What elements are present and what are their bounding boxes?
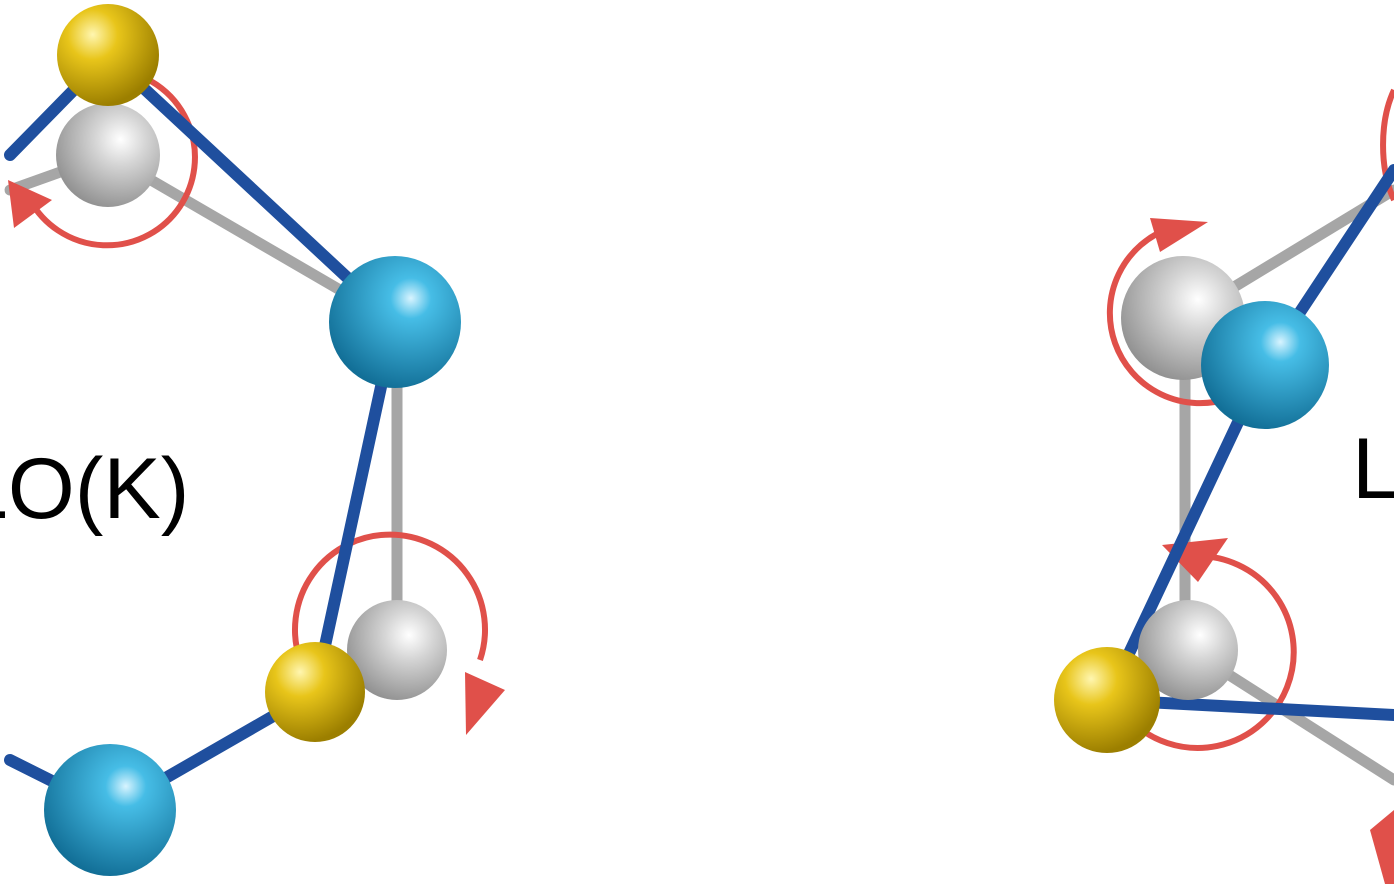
gray-atom bbox=[1138, 600, 1238, 700]
right-mode-label: LO(K) bbox=[1352, 421, 1394, 517]
right-structure bbox=[1054, 88, 1394, 884]
cyan-atom bbox=[44, 744, 176, 876]
rotation-arrow bbox=[27, 67, 488, 661]
gray-atom bbox=[347, 600, 447, 700]
arrowhead-icon bbox=[1150, 218, 1208, 252]
yellow-atom bbox=[265, 642, 365, 742]
gray-atom bbox=[56, 103, 160, 207]
yellow-atom bbox=[57, 4, 159, 106]
cyan-atom bbox=[329, 256, 461, 388]
left-structure bbox=[4, 4, 505, 876]
yellow-atom bbox=[1054, 647, 1160, 753]
arrowhead-icon bbox=[465, 672, 505, 735]
arrowhead-icon bbox=[1370, 810, 1394, 884]
left-mode-label: LO(K) bbox=[0, 441, 189, 537]
arrowhead-icon bbox=[8, 180, 52, 228]
cyan-atom bbox=[1201, 301, 1329, 429]
